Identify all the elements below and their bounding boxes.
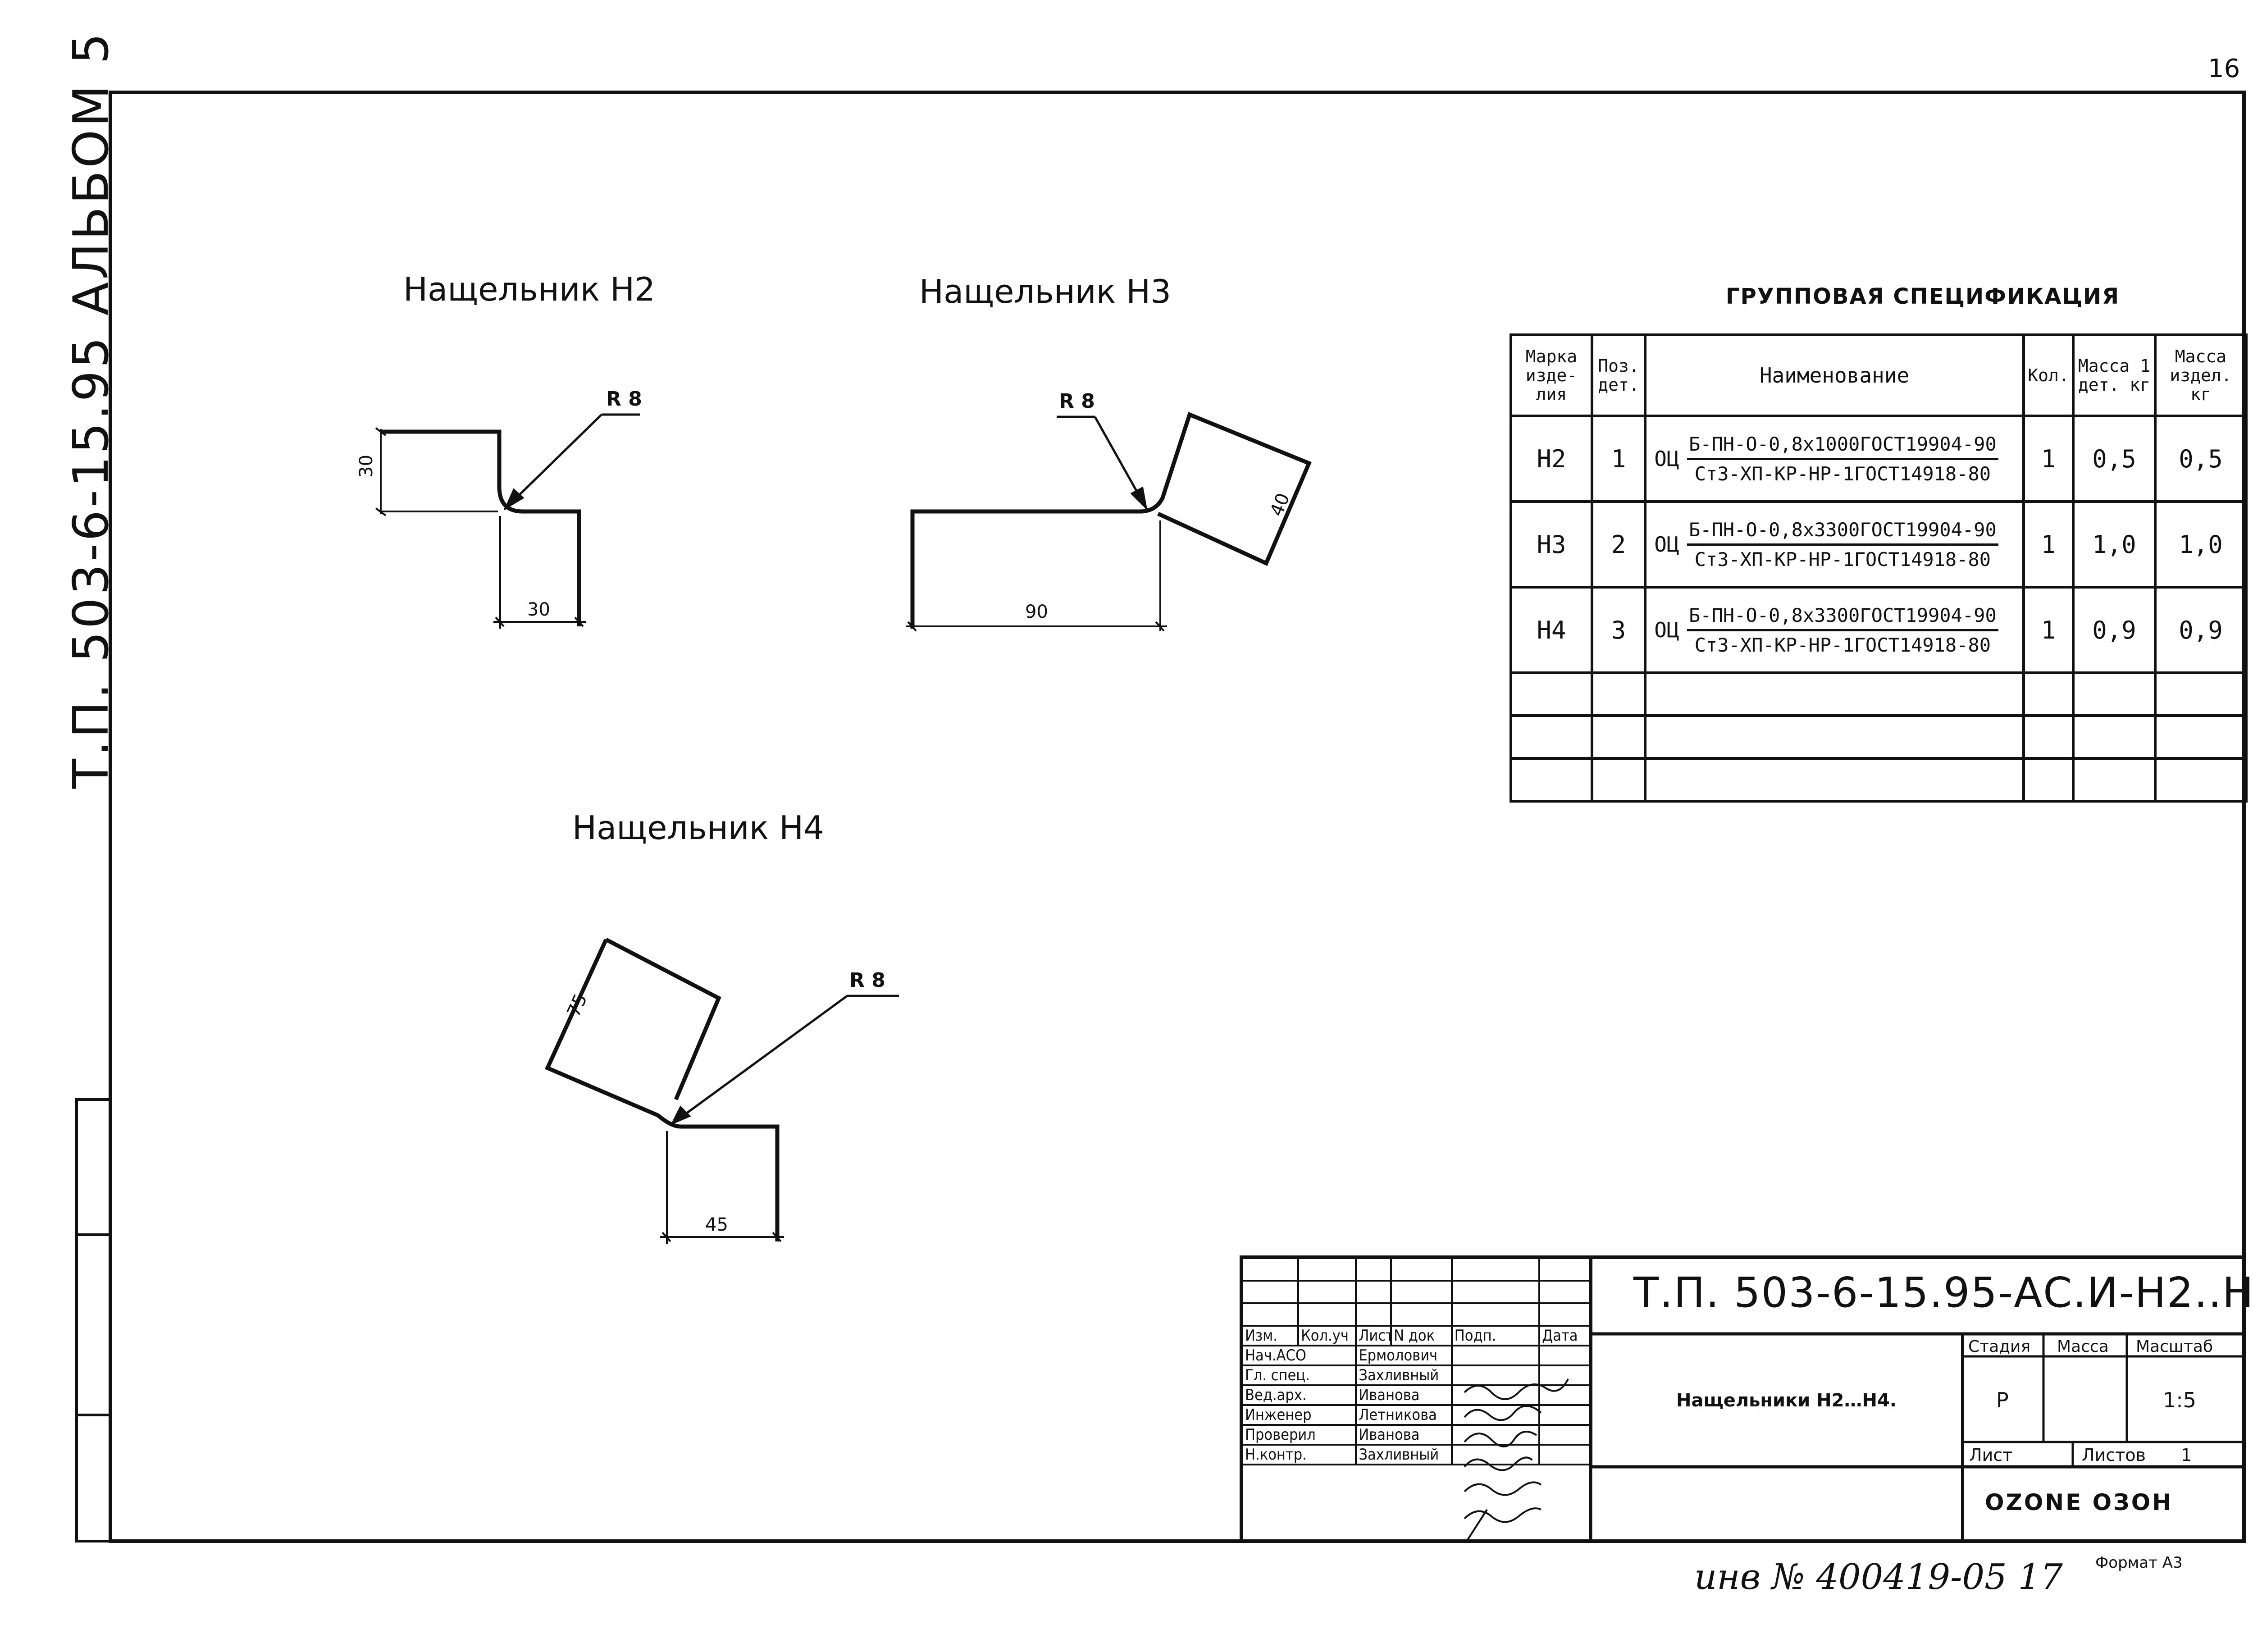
- col-mass-part: Масса 1 дет. кг: [2072, 333, 2157, 417]
- n2-height-dim: 30: [356, 455, 377, 478]
- side-project-code: Т.П. 503-6-15.95: [63, 334, 119, 789]
- row-mark: Н2: [1510, 415, 1593, 503]
- row-pos: 2: [1591, 500, 1646, 589]
- row-mass-part: 0,9: [2072, 586, 2157, 674]
- col-mark: Марка изде- лия: [1510, 333, 1593, 417]
- page-number: 16: [2208, 54, 2240, 83]
- row-mark: Н4: [1510, 586, 1593, 674]
- side-album: АЛЬБОМ 5: [63, 30, 119, 315]
- n3-title: Нащельник Н3: [919, 273, 1172, 310]
- n4-title: Нащельник Н4: [572, 809, 825, 847]
- col-name: Наименование: [1644, 333, 2025, 417]
- hdr-date: Дата: [1538, 1325, 1592, 1346]
- n3-width-dim: 90: [1025, 602, 1048, 622]
- signature-row: Гл. спец.Захливный: [1241, 1364, 1592, 1386]
- stamp-stage: Р: [1996, 1388, 2009, 1412]
- row-mass-item: 0,5: [2154, 415, 2248, 503]
- col-mass-item: Масса издел. кг: [2154, 333, 2248, 417]
- row-pos: 1: [1591, 415, 1646, 503]
- signature-table: Изм. Кол.уч Лист N док Подп. Дата Нач.АС…: [1241, 1257, 1592, 1465]
- hdr-izm: Изм.: [1241, 1325, 1300, 1346]
- stamp-stage-label: Стадия: [1968, 1337, 2031, 1356]
- n4-width-dim: 45: [705, 1214, 728, 1235]
- row-mass-part: 0,5: [2072, 415, 2157, 503]
- hdr-doc: N док: [1390, 1325, 1453, 1346]
- stamp-frame: [1240, 1255, 2246, 1543]
- row-pos: 3: [1591, 586, 1646, 674]
- signature-row: Вед.арх.Иванова: [1241, 1384, 1592, 1406]
- hdr-list: Лист: [1355, 1325, 1392, 1346]
- stamp-sheets-count: 1: [2181, 1445, 2192, 1465]
- stamp-scale: 1:5: [2163, 1388, 2197, 1412]
- row-mass-part: 1,0: [2072, 500, 2157, 589]
- n3-radius-label: R 8: [1059, 390, 1095, 413]
- hdr-kol-uch: Кол.уч: [1297, 1325, 1357, 1346]
- stamp-sheets-label: Листов: [2082, 1445, 2146, 1465]
- stamp-document-code: Т.П. 503-6-15.95-АС.И-Н2..Н4: [1633, 1269, 2253, 1317]
- stamp-mass-label: Масса: [2057, 1337, 2109, 1356]
- spec-header-row: Марка изде- лия Поз. дет. Наименование К…: [1510, 333, 2248, 417]
- n2-title: Нащельник Н2: [403, 270, 656, 308]
- sheet-frame: [109, 91, 2246, 1543]
- row-mass-item: 0,9: [2154, 586, 2248, 674]
- col-qty: Кол.: [2022, 333, 2075, 417]
- row-qty: 1: [2022, 586, 2075, 674]
- stamp-document-name: Нащельники Н2…Н4.: [1676, 1390, 1897, 1411]
- hdr-sign: Подп.: [1450, 1325, 1541, 1346]
- spec-empty-row: [1510, 757, 2248, 803]
- spec-table: Марка изде- лия Поз. дет. Наименование К…: [1510, 333, 2248, 803]
- signature-header-row: Изм. Кол.уч Лист N док Подп. Дата: [1241, 1325, 1592, 1346]
- spec-empty-row: [1510, 714, 2248, 760]
- n2-profile: [375, 413, 640, 629]
- stamp-scale-label: Масштаб: [2136, 1337, 2213, 1356]
- col-pos: Поз. дет.: [1591, 333, 1646, 417]
- n4-profile: [544, 938, 899, 1244]
- spec-empty-row: [1510, 671, 2248, 717]
- signature-scribbles: [1464, 1378, 1569, 1542]
- row-qty: 1: [2022, 415, 2075, 503]
- n4-radius-label: R 8: [849, 969, 885, 992]
- inventory-note: инв № 400419-05 17: [1694, 1557, 2063, 1597]
- n3-profile: [906, 412, 1312, 632]
- row-qty: 1: [2022, 500, 2075, 589]
- spec-title: ГРУППОВАЯ СПЕЦИФИКАЦИЯ: [1726, 284, 2120, 309]
- signature-row: Н.контр.Захливный: [1241, 1444, 1592, 1465]
- stamp-sheet-label: Лист: [1969, 1445, 2013, 1465]
- row-mass-item: 1,0: [2154, 500, 2248, 589]
- n2-width-dim: 30: [527, 599, 550, 620]
- row-mark: Н3: [1510, 500, 1593, 589]
- format-label: Формат А3: [2095, 1554, 2183, 1572]
- ozone-logo: OZONE ОЗОН: [1985, 1489, 2173, 1515]
- n2-radius-label: R 8: [606, 388, 642, 411]
- binding-strip: [75, 1098, 112, 1542]
